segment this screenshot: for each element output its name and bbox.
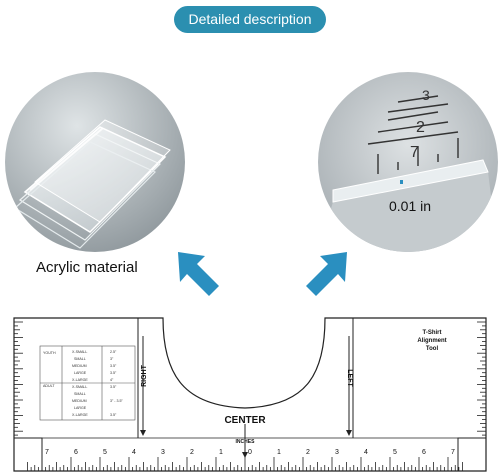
tool-title-line2: Alignment [417,338,446,344]
inches-label: INCHES [236,439,256,445]
t-shirt-ruler: YOUTH ADULT X-SMALL SMALL MEDIUM LARGE X… [13,317,487,472]
ruler-closeup-photo: 2 3 7 [318,72,498,252]
up-right-arrow-icon [306,252,347,296]
scale-number: 4 [364,449,368,456]
scale-number: 7 [451,449,455,456]
tool-title-line3: Tool [426,346,439,352]
svg-text:3" - 3.5": 3" - 3.5" [110,399,123,403]
svg-text:MEDIUM: MEDIUM [72,399,87,403]
svg-text:2.5": 2.5" [110,350,117,354]
svg-text:2: 2 [416,119,425,136]
thickness-caption: 0.01 in [389,198,432,214]
scale-number: 5 [393,449,397,456]
scale-number: 1 [277,449,281,456]
svg-text:X-SMALL: X-SMALL [72,385,87,389]
svg-text:7: 7 [410,144,419,161]
svg-text:SMALL: SMALL [74,357,86,361]
scale-number: 5 [103,449,107,456]
svg-text:3.5": 3.5" [110,364,117,368]
scale-number: 2 [190,449,194,456]
scale-number: 3 [335,449,339,456]
svg-text:4": 4" [110,378,114,382]
svg-text:3.5": 3.5" [110,413,117,417]
center-label: CENTER [224,415,266,426]
scale-number: 6 [422,449,426,456]
svg-text:X-SMALL: X-SMALL [72,350,87,354]
acrylic-caption: Acrylic material [36,259,138,276]
tool-title-line1: T-Shirt [423,330,442,336]
svg-text:X-LARGE: X-LARGE [72,413,88,417]
description-banner: Detailed description [174,6,326,33]
acrylic-photo [5,72,185,252]
svg-text:SMALL: SMALL [74,392,86,396]
scale-number: 6 [74,449,78,456]
up-left-arrow-icon [178,252,219,296]
svg-text:3.5": 3.5" [110,371,117,375]
svg-text:3": 3" [110,357,114,361]
svg-text:LARGE: LARGE [74,371,87,375]
svg-text:LARGE: LARGE [74,406,87,410]
scale-number: 7 [45,449,49,456]
scale-number: 4 [132,449,136,456]
svg-text:3.5": 3.5" [110,385,117,389]
svg-text:MEDIUM: MEDIUM [72,364,87,368]
scale-number: 1 [219,449,223,456]
scale-number: 3 [161,449,165,456]
svg-text:YOUTH: YOUTH [43,351,56,355]
left-label: LEFT [346,369,353,387]
svg-text:ADULT: ADULT [43,384,55,388]
svg-text:3: 3 [422,87,430,103]
scale-number: 0 [248,449,252,456]
right-label: RIGHT [141,364,148,387]
scale-number: 2 [306,449,310,456]
svg-text:X-LARGE: X-LARGE [72,378,88,382]
